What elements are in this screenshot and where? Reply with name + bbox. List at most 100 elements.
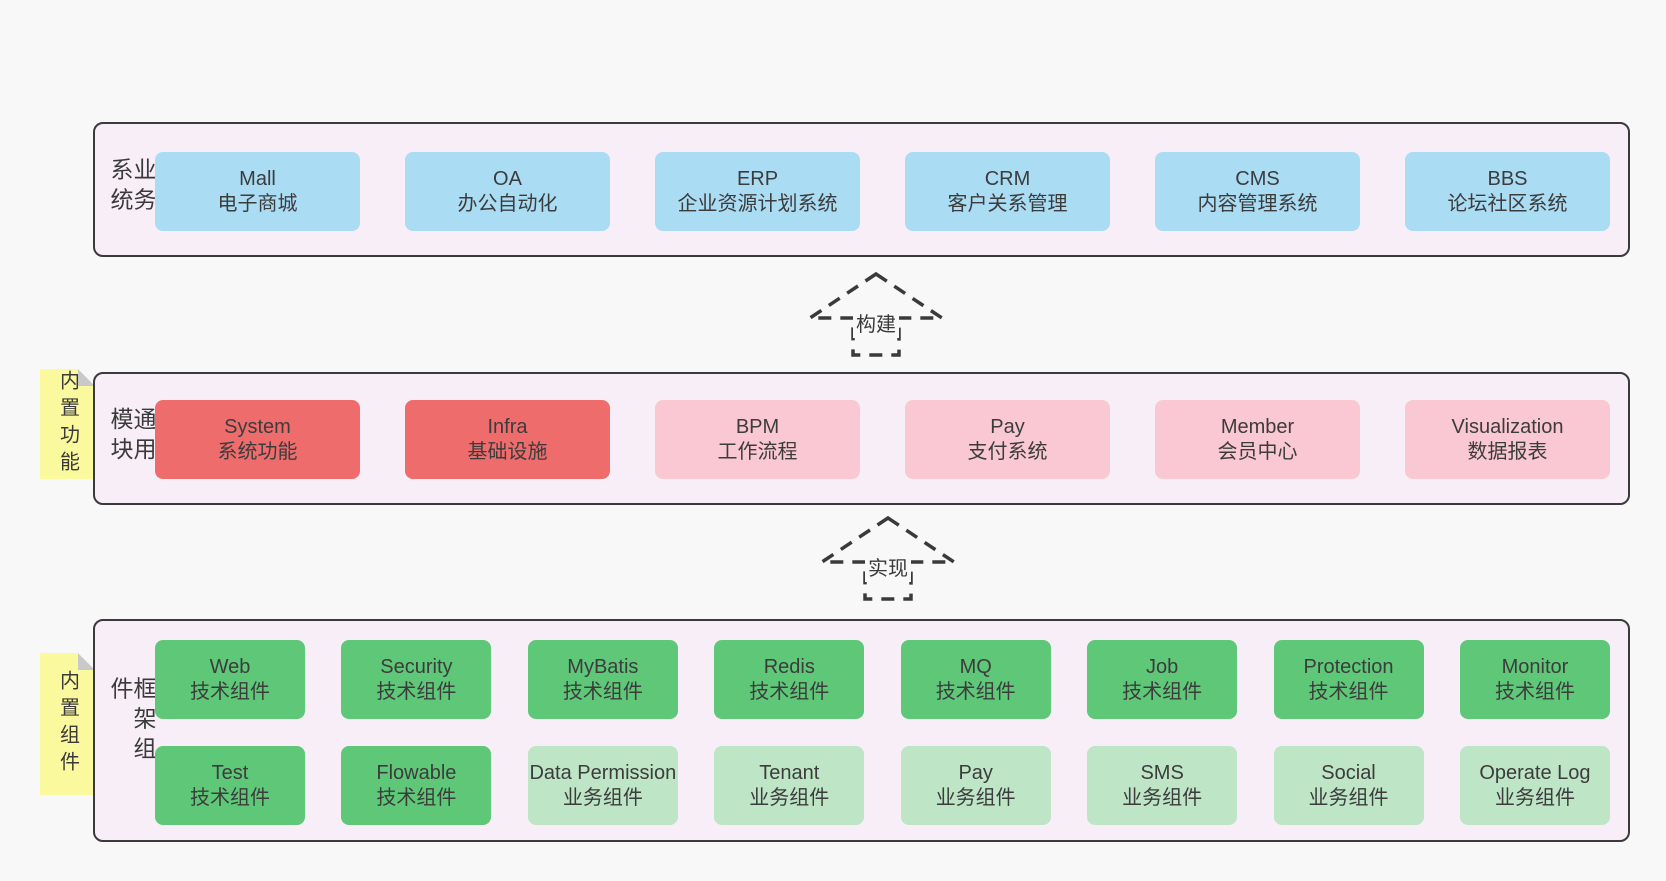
box-data-permission: Data Permission 业务组件 xyxy=(527,746,678,825)
framework-boxes-row-2: Test 技术组件 Flowable 技术组件 Data Permission … xyxy=(155,746,1610,825)
layer-framework-label: 框架组件 xyxy=(107,675,156,766)
note-builtin-components: 内置组件 xyxy=(40,653,95,795)
box-title: Pay xyxy=(990,415,1025,438)
box-title: Monitor xyxy=(1501,655,1569,678)
note-builtin-components-label: 内置组件 xyxy=(56,670,79,778)
box-title: BBS xyxy=(1487,167,1528,190)
box-title: Infra xyxy=(487,415,528,438)
box-title: Security xyxy=(380,655,453,678)
box-bpm: BPM 工作流程 xyxy=(655,400,860,479)
layer-framework-components: 框架组件 Web 技术组件 Security 技术组件 MyBatis 技术组件… xyxy=(93,619,1630,842)
box-subtitle: 业务组件 xyxy=(749,786,830,809)
box-title: Data Permission xyxy=(529,761,677,784)
box-subtitle: 支付系统 xyxy=(967,440,1048,463)
box-subtitle: 业务组件 xyxy=(935,786,1016,809)
box-bbs: BBS 论坛社区系统 xyxy=(1405,152,1610,231)
box-pay: Pay 支付系统 xyxy=(905,400,1110,479)
box-monitor: Monitor 技术组件 xyxy=(1459,640,1610,719)
box-cms: CMS 内容管理系统 xyxy=(1155,152,1360,231)
box-title: CRM xyxy=(984,167,1031,190)
implement-arrow: 实现 xyxy=(818,514,958,602)
box-title: CMS xyxy=(1235,167,1280,190)
box-subtitle: 技术组件 xyxy=(1494,680,1575,703)
box-member: Member 会员中心 xyxy=(1155,400,1360,479)
box-title: Redis xyxy=(763,655,815,678)
box-protection: Protection 技术组件 xyxy=(1273,640,1424,719)
build-arrow: 构建 xyxy=(806,270,946,358)
box-title: Operate Log xyxy=(1479,761,1591,784)
box-subtitle: 技术组件 xyxy=(562,680,643,703)
box-web: Web 技术组件 xyxy=(155,640,305,719)
box-subtitle: 技术组件 xyxy=(190,786,270,809)
box-subtitle: 电子商城 xyxy=(217,192,298,215)
box-subtitle: 系统功能 xyxy=(217,440,298,463)
box-title: Tenant xyxy=(759,761,820,784)
box-flowable: Flowable 技术组件 xyxy=(341,746,492,825)
box-subtitle: 业务组件 xyxy=(562,786,643,809)
note-builtin-features: 内置功能 xyxy=(40,369,95,479)
layer-business-systems: 业务系统 Mall 电子商城 OA 办公自动化 ERP 企业资源计划系统 CRM… xyxy=(93,122,1630,257)
box-subtitle: 技术组件 xyxy=(1122,680,1203,703)
box-pay-business: Pay 业务组件 xyxy=(900,746,1051,825)
box-title: Visualization xyxy=(1451,415,1564,438)
framework-boxes-row-1: Web 技术组件 Security 技术组件 MyBatis 技术组件 Redi… xyxy=(155,640,1610,719)
box-title: BPM xyxy=(735,415,780,438)
box-infra: Infra 基础设施 xyxy=(405,400,610,479)
box-title: Test xyxy=(211,761,249,784)
note-builtin-features-label: 内置功能 xyxy=(56,370,79,478)
box-mybatis: MyBatis 技术组件 xyxy=(527,640,678,719)
box-subtitle: 论坛社区系统 xyxy=(1447,192,1568,215)
box-title: Job xyxy=(1145,655,1179,678)
box-test: Test 技术组件 xyxy=(155,746,305,825)
box-title: ERP xyxy=(736,167,779,190)
box-title: Member xyxy=(1220,415,1295,438)
box-subtitle: 企业资源计划系统 xyxy=(677,192,838,215)
box-subtitle: 技术组件 xyxy=(190,680,270,703)
layer-modules-label: 通用模块 xyxy=(107,406,156,467)
box-system: System 系统功能 xyxy=(155,400,360,479)
box-title: MyBatis xyxy=(567,655,639,678)
box-erp: ERP 企业资源计划系统 xyxy=(655,152,860,231)
box-oa: OA 办公自动化 xyxy=(405,152,610,231)
box-visualization: Visualization 数据报表 xyxy=(1405,400,1610,479)
up-arrow-icon xyxy=(818,515,958,601)
box-subtitle: 技术组件 xyxy=(935,680,1016,703)
layer-common-modules: 通用模块 System 系统功能 Infra 基础设施 BPM 工作流程 Pay… xyxy=(93,372,1630,505)
box-mall: Mall 电子商城 xyxy=(155,152,360,231)
box-subtitle: 业务组件 xyxy=(1308,786,1389,809)
box-title: Pay xyxy=(958,761,993,784)
box-subtitle: 技术组件 xyxy=(1308,680,1389,703)
box-subtitle: 客户关系管理 xyxy=(947,192,1068,215)
box-social: Social 业务组件 xyxy=(1273,746,1424,825)
box-operate-log: Operate Log 业务组件 xyxy=(1459,746,1610,825)
box-subtitle: 会员中心 xyxy=(1217,440,1298,463)
implement-arrow-label: 实现 xyxy=(865,556,911,582)
box-subtitle: 业务组件 xyxy=(1122,786,1203,809)
box-title: Mall xyxy=(239,167,276,190)
box-title: Web xyxy=(209,655,251,678)
modules-boxes-row: System 系统功能 Infra 基础设施 BPM 工作流程 Pay 支付系统… xyxy=(155,400,1610,479)
box-redis: Redis 技术组件 xyxy=(714,640,865,719)
box-subtitle: 技术组件 xyxy=(749,680,830,703)
box-title: Flowable xyxy=(376,761,457,784)
box-subtitle: 数据报表 xyxy=(1467,440,1548,463)
box-tenant: Tenant 业务组件 xyxy=(714,746,865,825)
box-title: Social xyxy=(1321,761,1376,784)
box-subtitle: 技术组件 xyxy=(376,786,457,809)
box-subtitle: 基础设施 xyxy=(467,440,548,463)
box-mq: MQ 技术组件 xyxy=(900,640,1051,719)
box-job: Job 技术组件 xyxy=(1087,640,1238,719)
up-arrow-icon xyxy=(806,271,946,357)
box-title: System xyxy=(224,415,291,438)
box-title: SMS xyxy=(1140,761,1184,784)
box-subtitle: 工作流程 xyxy=(717,440,798,463)
box-title: MQ xyxy=(959,655,992,678)
box-crm: CRM 客户关系管理 xyxy=(905,152,1110,231)
box-subtitle: 业务组件 xyxy=(1494,786,1575,809)
box-security: Security 技术组件 xyxy=(341,640,492,719)
build-arrow-label: 构建 xyxy=(853,312,899,338)
box-subtitle: 内容管理系统 xyxy=(1197,192,1318,215)
box-title: OA xyxy=(493,167,522,190)
layer-business-label: 业务系统 xyxy=(107,156,156,217)
